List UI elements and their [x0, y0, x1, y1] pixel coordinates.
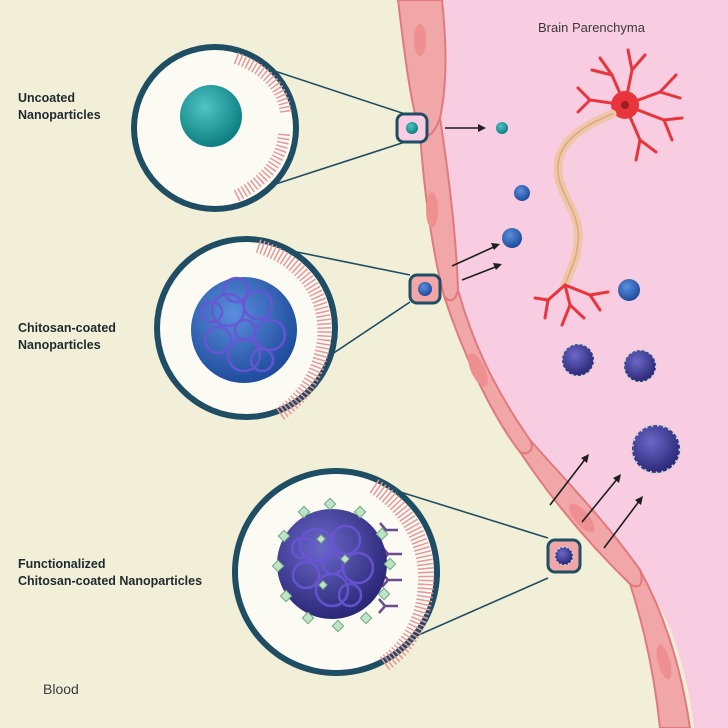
uncoated-label-line2: Nanoparticles — [18, 108, 101, 122]
uncoated-nanoparticle — [180, 85, 242, 147]
neuron — [533, 48, 684, 327]
ligands — [271, 497, 397, 633]
zoom-circle-functionalized — [232, 468, 440, 676]
arrow-chitosan-2 — [461, 263, 502, 281]
blood-label: Blood — [43, 681, 79, 697]
nucleus — [656, 644, 672, 680]
membrane-arc — [233, 133, 290, 202]
functionalized-label-line2: Chitosan-coated Nanoparticles — [18, 574, 203, 588]
membrane-arc — [255, 239, 332, 420]
membrane-arc — [233, 52, 292, 115]
arrow-functionalized-1 — [549, 454, 589, 506]
nucleus — [414, 24, 426, 56]
chitosan-label-line2: Nanoparticles — [18, 338, 101, 352]
uncoated-label: Uncoated Nanoparticles — [18, 90, 101, 124]
membrane-arc — [369, 479, 435, 671]
arrow-uncoated — [445, 124, 486, 132]
functionalized-nanoparticle — [554, 546, 574, 566]
axon-core — [557, 113, 613, 286]
uncoated-label-line1: Uncoated — [18, 91, 75, 105]
chitosan-label-line1: Chitosan-coated — [18, 321, 116, 335]
uncoated-nanoparticle — [406, 122, 418, 134]
neuron-nucleus — [621, 101, 629, 109]
zoom-circle-uncoated — [131, 44, 299, 212]
functionalized-label-line1: Functionalized — [18, 557, 106, 571]
chitosan-nanoparticle — [502, 228, 522, 248]
nucleus — [569, 503, 595, 533]
chitosan-nanoparticle — [418, 282, 432, 296]
functionalized-nanoparticle — [277, 509, 387, 619]
brain-parenchyma-label: Brain Parenchyma — [538, 20, 645, 35]
arrow-chitosan-1 — [451, 243, 500, 267]
chitosan-label: Chitosan-coated Nanoparticles — [18, 320, 116, 354]
arrow-functionalized-2 — [581, 474, 621, 523]
nucleus — [468, 353, 488, 387]
nucleus — [426, 192, 438, 228]
chitosan-nanoparticle — [191, 277, 297, 383]
endothelial-wall — [396, 0, 692, 728]
uncoated-nanoparticle — [496, 122, 508, 134]
functionalized-nanoparticle — [561, 343, 682, 475]
zoom-circle-chitosan — [154, 236, 338, 420]
functionalized-label: Functionalized Chitosan-coated Nanoparti… — [18, 556, 202, 590]
chitosan-nanoparticle — [514, 185, 530, 201]
chitosan-nanoparticle — [618, 279, 640, 301]
arrow-functionalized-3 — [603, 496, 643, 549]
